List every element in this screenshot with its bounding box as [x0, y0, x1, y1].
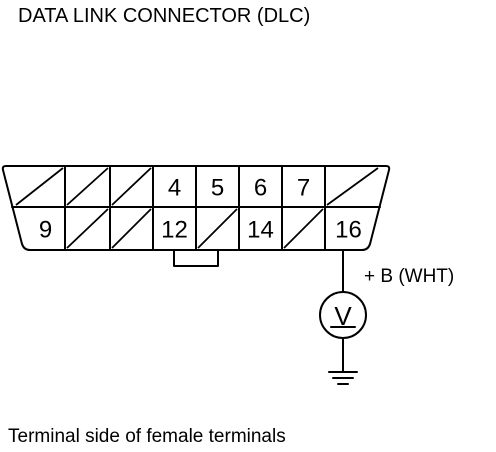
top-row-blank-cell-2 — [66, 167, 109, 206]
pins-bottom-row: 9 12 14 16 — [39, 208, 362, 249]
voltmeter-symbol: V — [334, 301, 352, 331]
pin-16-label: 16 — [335, 217, 362, 244]
pin-5-label: 5 — [211, 175, 224, 202]
connector-lock-tab — [173, 249, 219, 267]
diagram-title: DATA LINK CONNECTOR (DLC) — [18, 5, 310, 27]
voltmeter-icon: V — [319, 291, 367, 339]
top-row-blank-cell-3 — [111, 167, 152, 206]
connector-housing — [1, 165, 391, 251]
top-row-blank-cell-8 — [326, 167, 379, 206]
pin-4-label: 4 — [168, 175, 181, 202]
pins-top-row: 4 5 6 7 — [15, 167, 379, 206]
pin-12-label: 12 — [161, 217, 188, 244]
bottom-row-blank-cell-3 — [111, 208, 152, 249]
ground-icon — [328, 371, 358, 385]
cell-dividers — [64, 165, 326, 251]
pin-7-label: 7 — [297, 175, 310, 202]
pin-14-label: 14 — [247, 217, 274, 244]
positive-lead-label: + B (WHT) — [364, 266, 454, 287]
bottom-row-blank-cell-5 — [197, 208, 238, 249]
pin-9-label: 9 — [39, 217, 52, 244]
top-row-blank-cell-1 — [15, 167, 64, 206]
bottom-row-blank-cell-2 — [66, 208, 109, 249]
diagram-caption: Terminal side of female terminals — [8, 426, 286, 447]
bottom-row-blank-cell-7 — [283, 208, 324, 249]
pin-6-label: 6 — [254, 175, 267, 202]
